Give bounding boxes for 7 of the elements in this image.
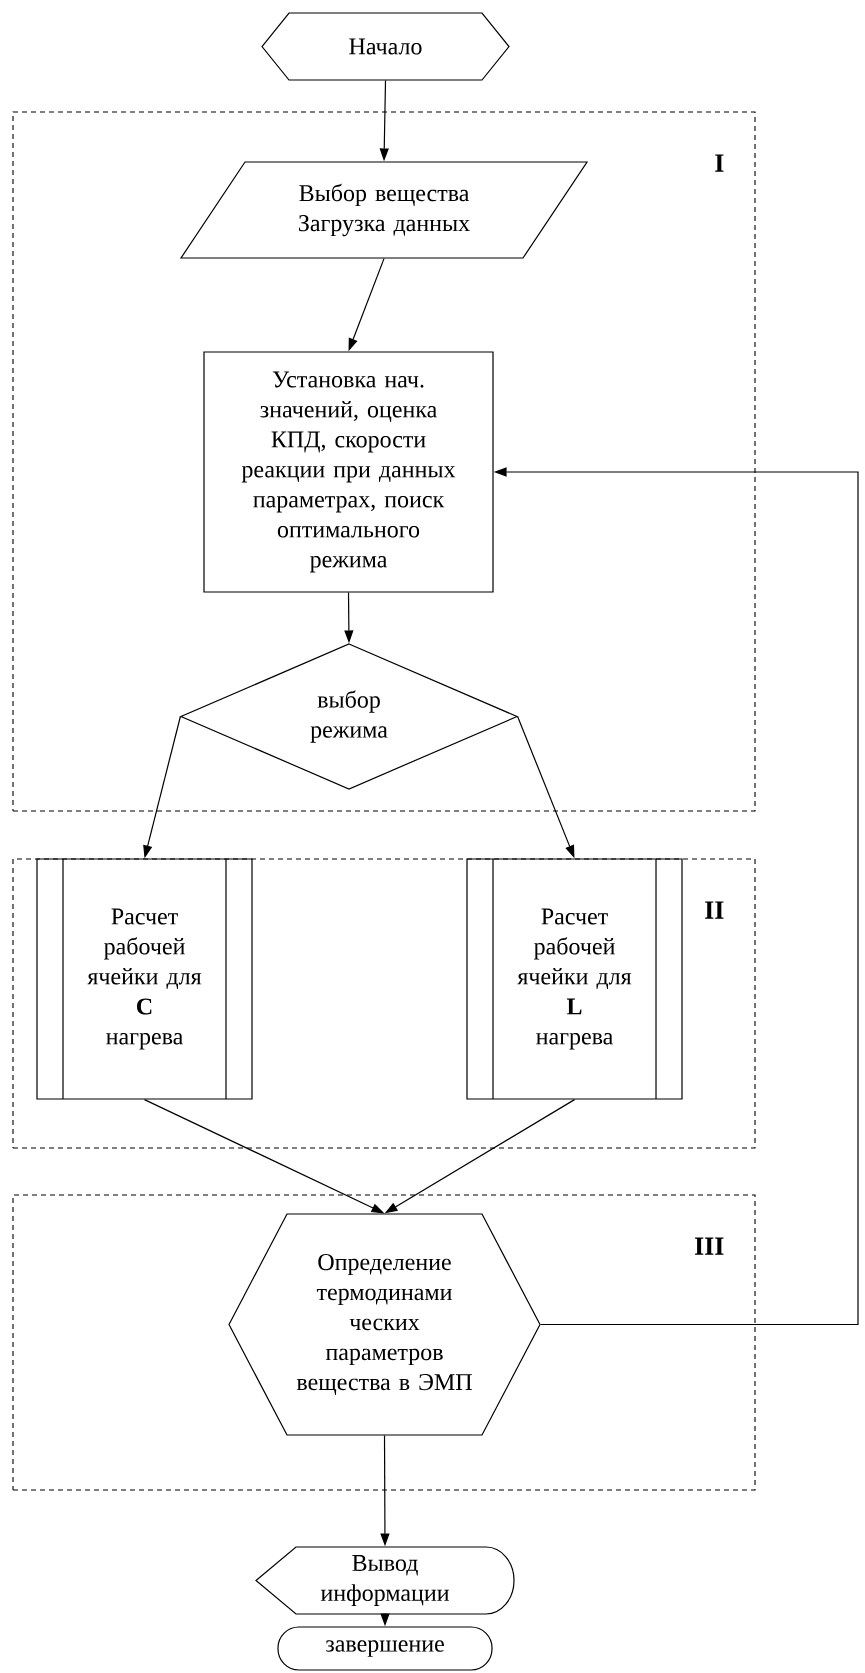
hexagon-box: Определение термодинами ческих параметров вещества в ЭМП	[228, 1213, 541, 1436]
subprocess-box: Расчет рабочей ячейки для L нагрева	[466, 858, 683, 1100]
terminator-box: завершение	[277, 1626, 493, 1671]
hexagon-box: Начало	[261, 12, 510, 81]
process-box: Установка нач. значений, оценка КПД, скорости реакции при данных параметрах, поиск оптимального режима	[203, 351, 494, 593]
subprocess-box: Расчет рабочей ячейки для C нагрева	[36, 858, 253, 1100]
display-box: Вывод информации	[255, 1546, 515, 1615]
